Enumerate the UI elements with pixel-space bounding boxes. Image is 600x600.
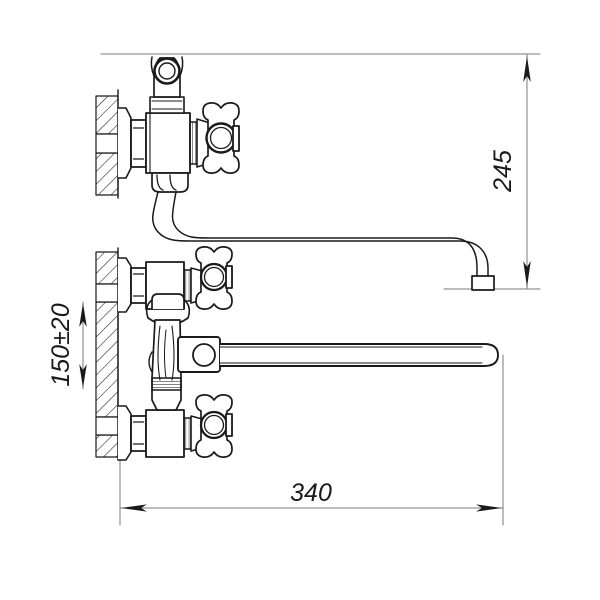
inlet-nut-upper — [130, 119, 147, 168]
arrow-150-top — [79, 303, 87, 327]
arrow-340-right — [476, 504, 502, 512]
shower-outlet-upper — [150, 56, 184, 98]
diverter-collar-upper — [149, 96, 185, 114]
escutcheon-lower-top — [117, 257, 132, 313]
dimension-construction-lines — [82, 53, 541, 526]
arrow-245-bottom — [523, 261, 531, 287]
spout-mount-lower — [177, 336, 221, 373]
arrow-150-bottom — [79, 364, 87, 388]
dimension-labels: 245 150±20 340 — [47, 150, 517, 507]
dimension-label-245: 245 — [489, 150, 517, 193]
swivel-spout-lower — [219, 343, 499, 367]
swivel-spout-upper — [152, 191, 489, 289]
aerator-upper — [471, 275, 495, 291]
cross-handle-lower-bottom — [195, 394, 233, 458]
escutcheon-lower-bottom — [117, 405, 132, 461]
wall-section-upper — [95, 89, 119, 199]
lower-faucet-view — [95, 246, 499, 461]
dimension-label-340: 340 — [290, 479, 332, 507]
cross-handle-lower-top — [195, 246, 233, 310]
arrow-340-left — [121, 504, 147, 512]
diverter-body-lower — [145, 293, 191, 411]
upper-faucet-view — [95, 56, 495, 291]
dimension-arrowheads — [79, 56, 531, 512]
cross-handle-upper — [202, 102, 240, 174]
arrow-245-top — [523, 56, 531, 82]
escutcheon-upper — [117, 107, 132, 179]
valve-body-upper — [145, 112, 191, 174]
wall-section-lower — [95, 247, 119, 461]
spout-socket-upper — [151, 172, 189, 193]
dimension-label-150: 150±20 — [47, 303, 75, 386]
